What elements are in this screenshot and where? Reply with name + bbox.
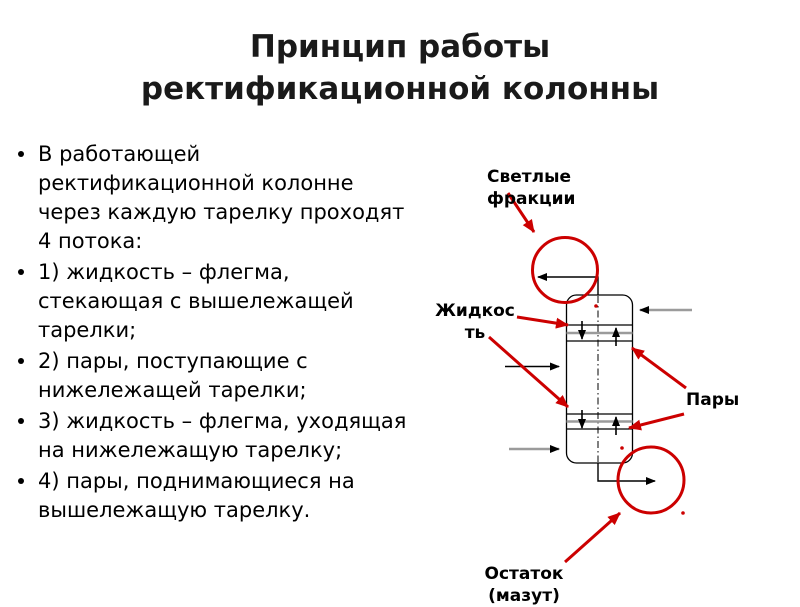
light-fractions-arrow <box>506 192 536 233</box>
tray-upper <box>566 321 633 346</box>
list-item: 1) жидкость – флегма, стекающая с вышеле… <box>0 258 456 345</box>
top-product-circle <box>531 236 599 304</box>
liquid-arrow-lower <box>488 335 569 409</box>
label-liquid: Жидкос ть <box>435 301 515 343</box>
bullet-text: В работающей ректификационной колонне че… <box>38 142 405 253</box>
bullet-icon <box>18 478 24 484</box>
bullet-list: В работающей ректификационной колонне че… <box>0 140 456 527</box>
red-speck <box>594 304 598 308</box>
red-speck <box>620 446 624 450</box>
list-item: 2) пары, поступающие с нижележащей тарел… <box>0 347 456 405</box>
page-title: Принцип работы ректификационной колонны <box>140 29 660 107</box>
red-speck <box>681 511 685 515</box>
bullet-text: 1) жидкость – флегма, стекающая с вышеле… <box>38 260 354 342</box>
bullet-icon <box>18 269 24 275</box>
bullet-icon <box>18 358 24 364</box>
bullet-icon <box>18 418 24 424</box>
label-light-fractions: Светлые фракции <box>487 167 576 209</box>
label-vapors: Пары <box>686 390 740 410</box>
bottom-outlet-arrow <box>597 463 656 485</box>
liquid-arrow-upper <box>516 315 569 329</box>
bottom-product-circle <box>616 445 686 515</box>
bullet-text: 2) пары, поступающие с нижележащей тарел… <box>38 349 308 402</box>
bullet-text: 3) жидкость – флегма, уходящая на нижеле… <box>38 409 407 462</box>
bullet-text: 4) пары, поднимающиеся на вышележащую та… <box>38 469 355 522</box>
column-body <box>565 294 634 464</box>
list-item: В работающей ректификационной колонне че… <box>0 140 456 256</box>
vapors-arrow-lower <box>628 412 685 431</box>
residue-arrow <box>564 511 621 564</box>
bullet-icon <box>18 151 24 157</box>
vapors-arrow-upper <box>631 346 687 390</box>
label-residue: Остаток (мазут) <box>484 564 564 606</box>
list-item: 3) жидкость – флегма, уходящая на нижеле… <box>0 407 456 465</box>
list-item: 4) пары, поднимающиеся на вышележащую та… <box>0 467 456 525</box>
tray-lower <box>566 410 633 435</box>
